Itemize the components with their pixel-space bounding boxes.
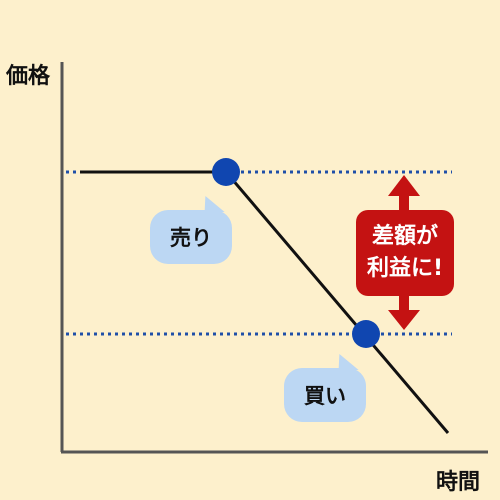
buy-callout-text: 買い (304, 384, 346, 408)
sell-point-marker (212, 158, 240, 186)
sell-callout-text: 売り (170, 226, 212, 250)
profit-note-line2: 利益に! (366, 256, 444, 281)
sell-callout: 売り (150, 210, 232, 264)
profit-note: 差額が 利益に! (356, 210, 454, 296)
buy-callout: 買い (284, 368, 366, 422)
y-axis-label: 価格 (6, 64, 51, 89)
buy-point-marker (352, 320, 380, 348)
x-axis-label: 時間 (436, 470, 481, 495)
profit-note-line1: 差額が (371, 224, 438, 249)
